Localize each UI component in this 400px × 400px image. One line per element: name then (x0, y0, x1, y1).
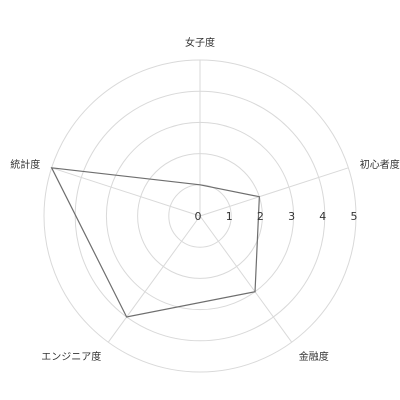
data-series (50, 167, 260, 318)
axis-label-2: 金融度 (299, 350, 329, 363)
tick-label-0: 0 (195, 210, 202, 223)
series-polygon-0 (50, 167, 260, 318)
tick-label-3: 3 (288, 210, 295, 223)
axis-label-1: 初心者度 (360, 158, 400, 171)
tick-labels: 0 1 2 3 4 5 (195, 210, 358, 223)
grid-spoke-4 (51, 167, 201, 217)
grid-spoke-3 (107, 215, 201, 343)
tick-label-5: 5 (351, 210, 358, 223)
axis-label-4: 統計度 (10, 158, 40, 171)
tick-label-1: 1 (226, 210, 233, 223)
grid-spoke-2 (199, 215, 293, 343)
grid-spoke-1 (199, 167, 349, 217)
axis-label-3: エンジニア度 (41, 350, 101, 363)
axis-label-0: 女子度 (185, 36, 215, 49)
tick-label-2: 2 (257, 210, 264, 223)
tick-label-4: 4 (319, 210, 326, 223)
grid-spokes (51, 60, 349, 343)
